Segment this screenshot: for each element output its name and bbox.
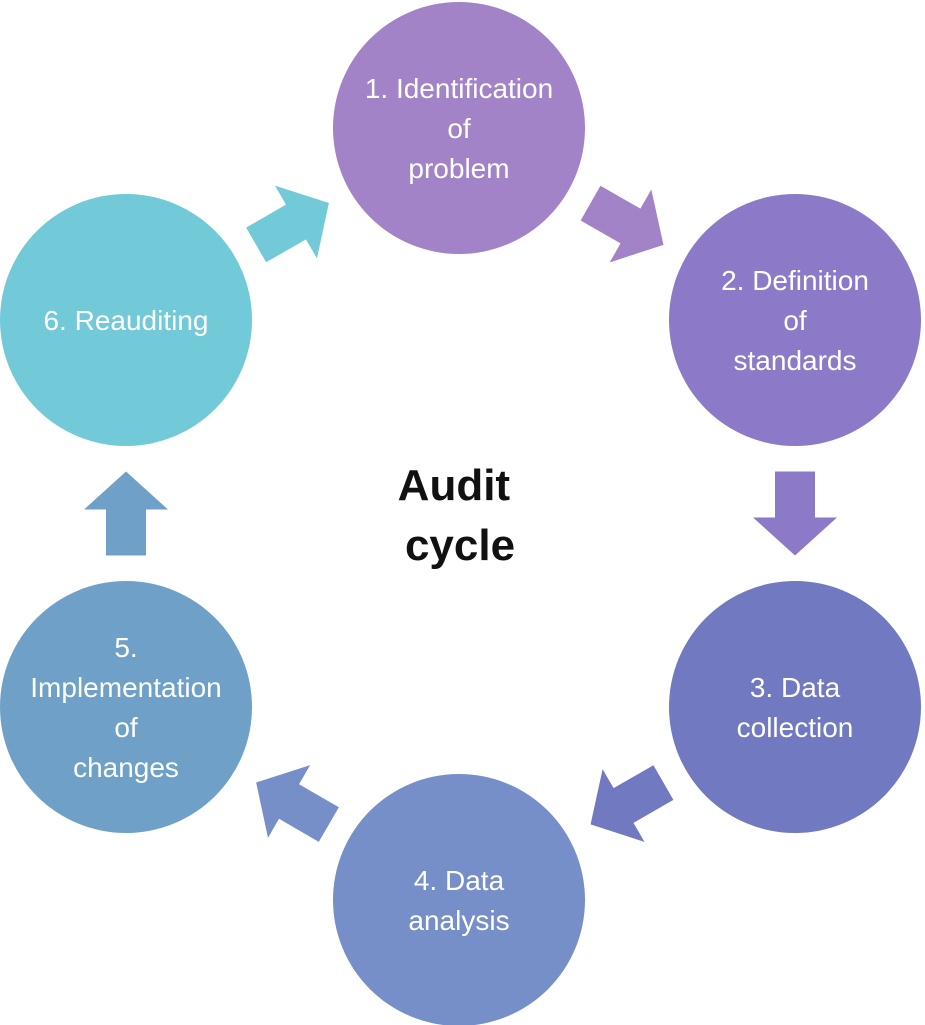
- step-circle-2: [669, 194, 921, 446]
- center-title-line-1: Audit: [398, 461, 511, 510]
- step-label-6-line-1: 6. Reauditing: [43, 305, 208, 336]
- arrows-layer: [84, 185, 837, 842]
- step-label-1-line-1: 1. Identification: [365, 73, 553, 104]
- step-label-3-line-1: 3. Data: [750, 672, 841, 703]
- step-node-6: 6. Reauditing: [0, 194, 252, 446]
- step-label-5-line-4: changes: [73, 752, 179, 783]
- arrow-5-to-6: [84, 471, 168, 556]
- center-title-line-2: cycle: [405, 521, 515, 570]
- step-circle-5: [0, 581, 252, 833]
- step-label-5-line-1: 5.: [114, 632, 137, 663]
- step-label-2: 2. Definition of standards: [721, 265, 869, 376]
- step-label-1: 1. Identification of problem: [365, 73, 553, 184]
- step-circle-3: [669, 581, 921, 833]
- step-label-6: 6. Reauditing: [43, 305, 208, 336]
- step-node-4: 4. Data analysis: [333, 774, 585, 1025]
- step-label-2-line-2: of: [783, 305, 807, 336]
- arrow-6-to-1: [246, 185, 329, 263]
- step-label-3-line-2: collection: [737, 712, 854, 743]
- step-label-2-line-1: 2. Definition: [721, 265, 869, 296]
- step-label-1-line-2: of: [447, 113, 471, 144]
- step-node-3: 3. Data collection: [669, 581, 921, 833]
- step-label-5-line-3: of: [114, 712, 138, 743]
- step-label-5-line-2: Implementation: [30, 672, 221, 703]
- center-title: Audit cycle: [398, 461, 523, 570]
- step-label-1-line-3: problem: [408, 153, 509, 184]
- step-circle-6: [0, 194, 252, 446]
- step-node-1: 1. Identification of problem: [333, 2, 585, 254]
- step-label-4-line-1: 4. Data: [414, 865, 505, 896]
- arrow-4-to-5: [256, 765, 339, 842]
- arrow-1-to-2: [580, 185, 664, 263]
- step-label-3: 3. Data collection: [737, 672, 854, 743]
- step-circle-1: [333, 2, 585, 254]
- step-label-4: 4. Data analysis: [408, 865, 509, 936]
- step-label-5: 5. Implementation of changes: [30, 632, 221, 783]
- step-label-4-line-2: analysis: [408, 905, 509, 936]
- step-label-2-line-3: standards: [734, 345, 857, 376]
- arrow-3-to-4: [590, 765, 674, 842]
- step-circle-4: [333, 774, 585, 1025]
- arrow-2-to-3: [753, 471, 837, 556]
- step-node-2: 2. Definition of standards: [669, 194, 921, 446]
- step-node-5: 5. Implementation of changes: [0, 581, 252, 833]
